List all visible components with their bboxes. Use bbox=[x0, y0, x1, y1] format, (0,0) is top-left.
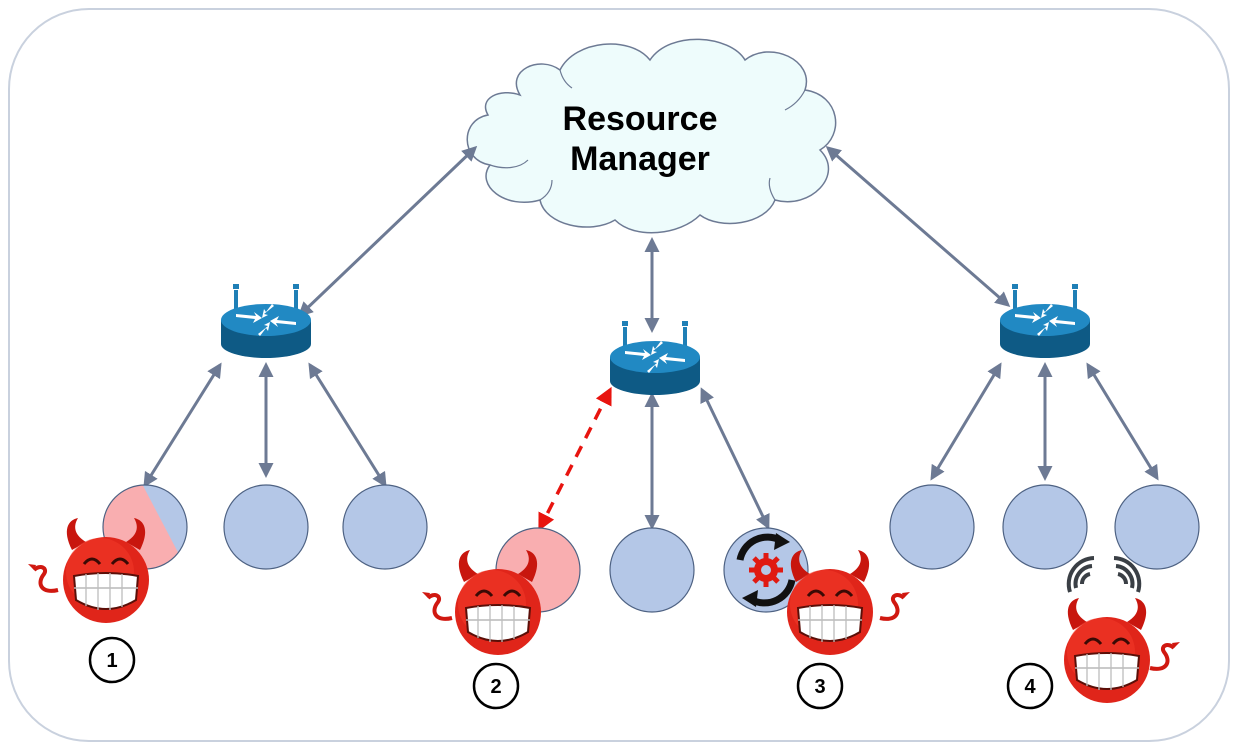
gear-cycle-icon bbox=[736, 533, 796, 607]
badge-2: 2 bbox=[472, 662, 520, 710]
link-left-node3 bbox=[308, 362, 387, 488]
badge-4: 4 bbox=[1006, 662, 1054, 710]
node-left-3 bbox=[342, 484, 428, 570]
link-cloud-router-right bbox=[825, 146, 1011, 307]
attack-link-red-dashed bbox=[538, 386, 612, 532]
resource-manager-label-line1: Resource bbox=[563, 100, 718, 138]
link-center-node3 bbox=[700, 387, 770, 530]
link-right-node3 bbox=[1086, 362, 1159, 481]
resource-manager-cloud: Resource Manager bbox=[466, 38, 837, 234]
node-center-3-process bbox=[723, 527, 809, 613]
badge-3-label: 3 bbox=[814, 676, 825, 698]
resource-manager-label-line2: Manager bbox=[570, 140, 710, 178]
link-right-node1 bbox=[930, 362, 1002, 481]
badge-1: 1 bbox=[88, 636, 136, 684]
link-cloud-router-left bbox=[297, 145, 478, 318]
node-center-2 bbox=[609, 527, 695, 613]
node-right-3 bbox=[1114, 484, 1200, 570]
node-right-1 bbox=[889, 484, 975, 570]
badge-1-label: 1 bbox=[106, 650, 117, 672]
badge-3: 3 bbox=[796, 662, 844, 710]
links bbox=[143, 145, 1159, 530]
node-right-2 bbox=[1002, 484, 1088, 570]
badge-2-label: 2 bbox=[490, 676, 501, 698]
node-left-2 bbox=[223, 484, 309, 570]
link-left-node1 bbox=[143, 362, 222, 488]
badge-4-label: 4 bbox=[1024, 676, 1036, 698]
